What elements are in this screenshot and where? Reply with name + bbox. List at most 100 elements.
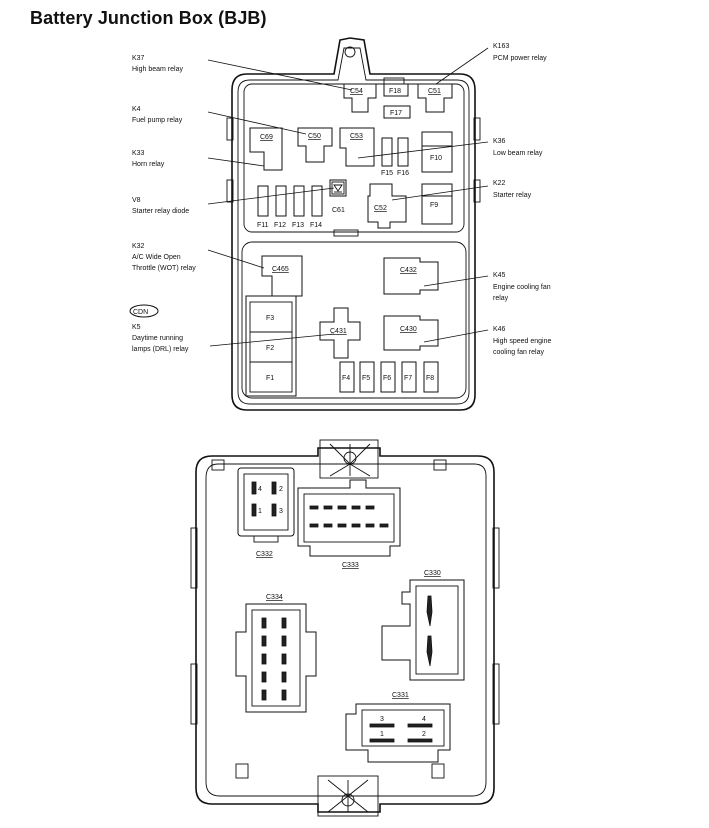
relay-c53: C53 [339, 127, 375, 167]
svg-text:F18: F18 [389, 88, 401, 95]
fuse-f10: F10 [421, 131, 453, 173]
callout-k45: K45 Engine cooling fan relay [423, 272, 551, 302]
svg-text:C331: C331 [392, 692, 409, 699]
callout-k163: K163 PCM power relay [435, 43, 547, 85]
svg-text:High beam relay: High beam relay [132, 66, 183, 73]
svg-text:4: 4 [258, 486, 262, 493]
fuses-f11-f14: F11 F12 F13 F14 [257, 185, 323, 229]
svg-text:K37: K37 [132, 55, 145, 62]
svg-text:A/C Wide Open: A/C Wide Open [132, 254, 181, 261]
callout-k32: K32 A/C Wide Open Throttle (WOT) relay [132, 243, 265, 272]
svg-text:K45: K45 [493, 272, 506, 279]
connector-c334: C334 [235, 594, 317, 713]
svg-text:F14: F14 [310, 222, 322, 229]
svg-text:F1: F1 [266, 375, 274, 382]
svg-text:C465: C465 [272, 266, 289, 273]
fuse-f9: F9 [421, 183, 453, 225]
svg-text:C53: C53 [350, 133, 363, 140]
relay-c431: C431 [319, 307, 361, 359]
svg-text:3: 3 [279, 508, 283, 515]
svg-text:F2: F2 [266, 345, 274, 352]
relay-c69: C69 [249, 127, 283, 171]
svg-text:F6: F6 [383, 375, 391, 382]
svg-text:Throttle (WOT) relay: Throttle (WOT) relay [132, 265, 196, 272]
svg-text:Starter relay diode: Starter relay diode [132, 208, 189, 215]
svg-text:F11: F11 [257, 222, 269, 229]
connector-c330: C330 [381, 570, 465, 681]
page-title: Battery Junction Box (BJB) [30, 8, 267, 28]
callout-k36: K36 Low beam relay [357, 138, 543, 159]
svg-text:C330: C330 [424, 570, 441, 577]
svg-text:2: 2 [279, 486, 283, 493]
svg-text:F3: F3 [266, 315, 274, 322]
svg-text:2: 2 [422, 731, 426, 738]
connector-c333: C333 [297, 479, 401, 569]
svg-text:F7: F7 [404, 375, 412, 382]
svg-text:F8: F8 [426, 375, 434, 382]
svg-text:K5: K5 [132, 324, 141, 331]
svg-text:Engine cooling fan: Engine cooling fan [493, 284, 551, 291]
svg-text:F10: F10 [430, 155, 442, 162]
svg-text:C332: C332 [256, 551, 273, 558]
callout-k46: K46 High speed engine cooling fan relay [423, 326, 551, 356]
svg-text:K22: K22 [493, 180, 506, 187]
svg-text:C432: C432 [400, 267, 417, 274]
relay-c52: C52 [367, 183, 407, 229]
bottom-connector-box [190, 439, 500, 817]
svg-text:F12: F12 [274, 222, 286, 229]
svg-text:K33: K33 [132, 150, 145, 157]
svg-text:Horn relay: Horn relay [132, 161, 165, 168]
svg-text:F9: F9 [430, 202, 438, 209]
callout-k37: K37 High beam relay [132, 55, 353, 91]
svg-text:1: 1 [258, 508, 262, 515]
relay-c50: C50 [297, 127, 333, 163]
svg-text:K46: K46 [493, 326, 506, 333]
relay-c51: C51 [417, 83, 453, 113]
relay-c54: C54 [343, 83, 377, 113]
svg-text:Low beam relay: Low beam relay [493, 150, 543, 157]
svg-text:4: 4 [422, 716, 426, 723]
svg-text:High speed engine: High speed engine [493, 338, 551, 345]
svg-text:C333: C333 [342, 562, 359, 569]
svg-text:V8: V8 [132, 197, 141, 204]
svg-text:F13: F13 [292, 222, 304, 229]
callout-k33: K33 Horn relay [132, 150, 265, 168]
relay-c465: C465 [261, 255, 303, 297]
svg-text:F4: F4 [342, 375, 350, 382]
cdn-badge: CDN [133, 309, 148, 316]
svg-text:C430: C430 [400, 326, 417, 333]
relay-c432: C432 [383, 257, 439, 295]
svg-text:PCM power relay: PCM power relay [493, 55, 547, 62]
fuses-f4-f8: F4 F5 F6 F7 F8 [339, 361, 439, 393]
svg-text:3: 3 [380, 716, 384, 723]
callout-k22: K22 Starter relay [391, 180, 532, 201]
svg-text:F5: F5 [362, 375, 370, 382]
callout-k4: K4 Fuel pump relay [132, 106, 307, 135]
connector-c331: C331 3 4 1 2 [345, 692, 451, 763]
diode-c61: C61 [329, 179, 347, 214]
svg-text:C52: C52 [374, 205, 387, 212]
svg-text:C61: C61 [332, 207, 345, 214]
callout-v8: V8 Starter relay diode [132, 187, 335, 215]
svg-text:1: 1 [380, 731, 384, 738]
svg-text:Daytime running: Daytime running [132, 335, 183, 342]
svg-text:C54: C54 [350, 88, 363, 95]
fuse-f18: F18 [383, 83, 409, 97]
svg-text:lamps (DRL) relay: lamps (DRL) relay [132, 346, 189, 353]
relay-c430: C430 [383, 315, 439, 351]
svg-text:C431: C431 [330, 328, 347, 335]
svg-text:relay: relay [493, 295, 509, 302]
svg-text:F15: F15 [381, 170, 393, 177]
svg-text:Fuel pump relay: Fuel pump relay [132, 117, 183, 124]
svg-text:F16: F16 [397, 170, 409, 177]
svg-text:K4: K4 [132, 106, 141, 113]
svg-text:F17: F17 [390, 110, 402, 117]
fuse-f15: F15 [381, 137, 393, 177]
svg-text:Starter relay: Starter relay [493, 192, 532, 199]
svg-text:cooling fan relay: cooling fan relay [493, 349, 544, 356]
svg-text:C334: C334 [266, 594, 283, 601]
svg-text:K163: K163 [493, 43, 509, 50]
svg-text:C50: C50 [308, 133, 321, 140]
fuse-f17: F17 [383, 105, 411, 119]
fuse-f16: F16 [397, 137, 409, 177]
